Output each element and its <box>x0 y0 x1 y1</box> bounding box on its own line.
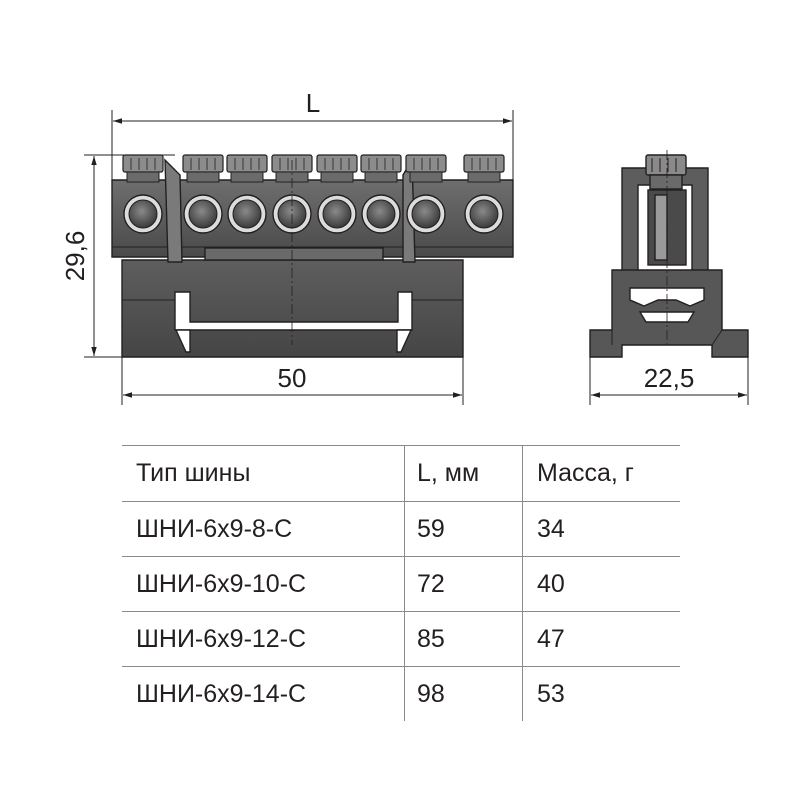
side-mount-edge-right <box>711 329 723 346</box>
side-slot-highlight <box>654 194 668 261</box>
table-row: ШНИ-6х9-8-С 59 34 <box>122 501 680 557</box>
cell-mass: 34 <box>522 501 680 557</box>
table-row: ШНИ-6х9-14-С 98 53 <box>122 666 680 721</box>
screw-head <box>405 154 447 173</box>
clamp-hole <box>128 199 158 229</box>
side-screw-neck <box>649 174 683 190</box>
rail-channel <box>174 291 413 331</box>
screw-neck <box>230 171 264 183</box>
screw-head <box>463 154 505 173</box>
header-length: L, мм <box>404 445 523 502</box>
post-left <box>164 158 183 263</box>
clamp-hole <box>469 199 499 229</box>
cell-length: 98 <box>404 666 523 721</box>
side-view: 22,5 <box>589 150 749 405</box>
cell-length: 72 <box>404 556 523 612</box>
clamp-hole <box>411 199 441 229</box>
screw-head <box>226 154 268 173</box>
body-foot <box>204 247 384 261</box>
cell-type: ШНИ-6х9-10-С <box>122 556 405 612</box>
front-view: L 29,6 50 <box>60 88 514 405</box>
cell-length: 85 <box>404 611 523 667</box>
dim-label-base-width: 50 <box>278 363 307 393</box>
header-type: Тип шины <box>122 445 405 502</box>
clamp-hole <box>232 199 262 229</box>
terminal-group <box>122 154 505 234</box>
cell-type: ШНИ-6х9-12-С <box>122 611 405 667</box>
cell-mass: 47 <box>522 611 680 667</box>
cell-type: ШНИ-6х9-14-С <box>136 679 307 708</box>
screw-head <box>360 154 402 173</box>
dim-label-side-width: 22,5 <box>644 363 695 393</box>
screw-neck <box>186 171 220 183</box>
latch-left <box>174 329 191 353</box>
screw-head <box>182 154 224 173</box>
dim-label-length: L <box>306 88 320 118</box>
spec-table: Тип шины L, мм Масса, г ШНИ-6х9-8-С 59 3… <box>122 445 680 721</box>
cell-mass: 40 <box>522 556 680 612</box>
table-header-row: Тип шины L, мм Масса, г <box>122 445 680 502</box>
screw-neck <box>467 171 501 183</box>
clamp-hole <box>366 199 396 229</box>
screw-neck <box>364 171 398 183</box>
technical-drawing: L 29,6 50 <box>60 88 749 405</box>
screw-head <box>316 154 358 173</box>
clamp-hole <box>322 199 352 229</box>
screw-neck <box>320 171 354 183</box>
screw-head <box>122 154 164 173</box>
dim-label-height: 29,6 <box>60 231 90 282</box>
cell-mass: 53 <box>522 666 680 721</box>
screw-neck <box>409 171 443 183</box>
clamp-hole <box>188 199 218 229</box>
table-row: ШНИ-6х9-10-С 72 40 <box>122 556 680 612</box>
cell-type: ШНИ-6х9-8-С <box>122 501 405 557</box>
header-mass: Масса, г <box>522 445 680 502</box>
cell-length: 59 <box>404 501 523 557</box>
table-row: ШНИ-6х9-12-С 85 47 <box>122 611 680 667</box>
screw-neck <box>126 171 160 183</box>
latch-right <box>396 329 413 353</box>
